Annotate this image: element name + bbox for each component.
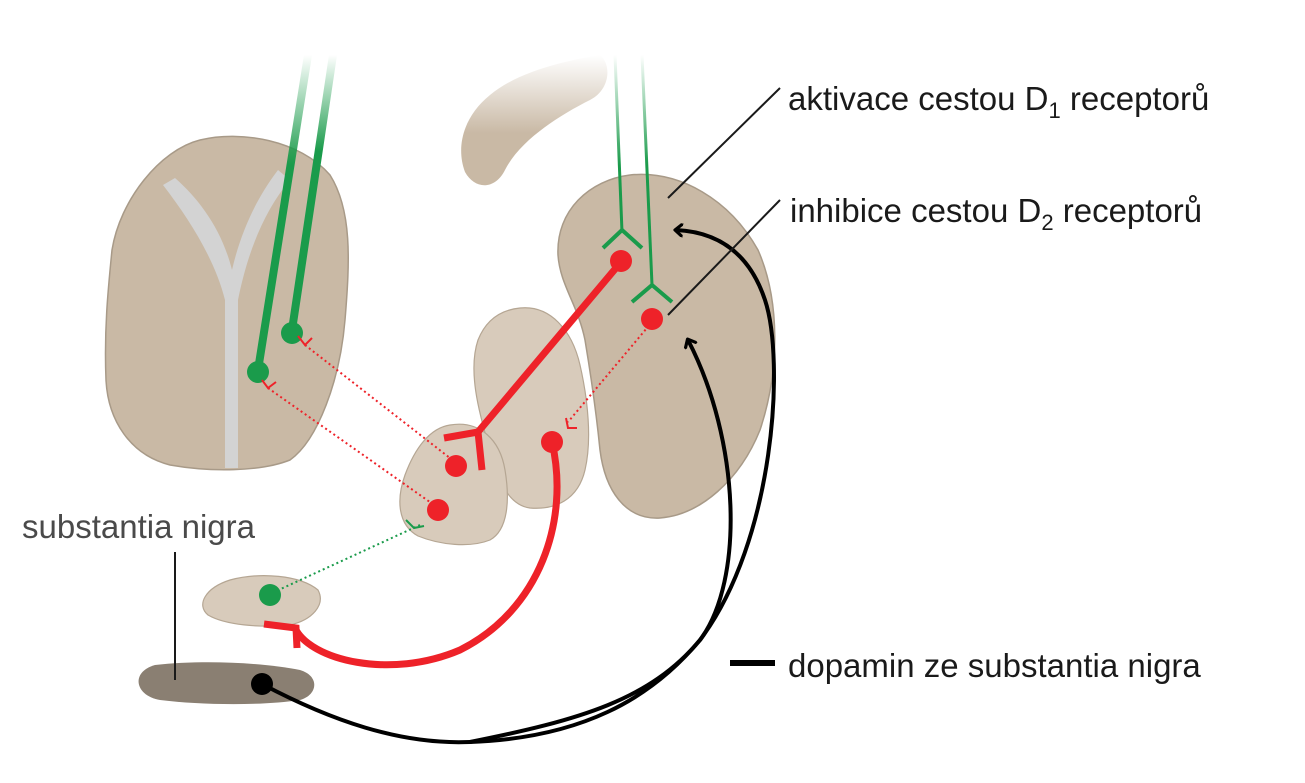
putamen-d2-neuron	[641, 308, 663, 330]
cortical-fiber-left-a	[254, 51, 312, 374]
label-substantia-nigra: substantia nigra	[22, 508, 256, 545]
d1-synapse-fork	[601, 227, 644, 250]
ventricle-shape	[461, 55, 608, 186]
label-d1-activation: aktivace cestou D1 receptorů	[788, 80, 1209, 123]
indirect-terminal	[263, 620, 301, 649]
d2-leader-line	[667, 199, 781, 316]
dotted-projection-3	[567, 321, 653, 423]
label-d2-inhibition: inhibice cestou D2 receptorů	[790, 192, 1202, 235]
d2-synapse-fork	[630, 282, 674, 304]
white-matter-band	[163, 170, 290, 468]
gpi-neuron-a	[445, 455, 467, 477]
gpi-neuron-b	[427, 499, 449, 521]
dotted-projection-1	[304, 344, 456, 463]
small-red-fork-1	[297, 335, 313, 347]
globus-pallidus-internus	[399, 423, 508, 546]
direct-pathway-axon	[474, 258, 625, 436]
cortical-fiber-right-a	[613, 54, 624, 233]
cortical-neuron-b	[281, 322, 303, 344]
d1-leader-line	[667, 87, 781, 199]
indirect-to-nigra-axon	[291, 438, 561, 669]
cortical-neuron-a	[247, 361, 269, 383]
direct-pathway-terminal	[443, 427, 486, 471]
small-red-fork-2	[261, 379, 277, 390]
dopamine-pathway-d1	[469, 230, 776, 744]
gpe-neuron	[541, 431, 563, 453]
putamen-d1-neuron	[610, 250, 632, 272]
subthalamic-neuron	[259, 584, 281, 606]
substantia-nigra-structure	[138, 662, 315, 705]
cortical-fiber-right-b	[640, 54, 654, 286]
small-red-fork-3	[565, 417, 577, 429]
putamen-structure	[557, 173, 776, 519]
legend-dopamine-label: dopamin ze substantia nigra	[788, 647, 1201, 684]
cortical-fiber-left-b	[288, 51, 337, 334]
dotted-green-projection	[271, 524, 421, 594]
small-green-fork	[405, 519, 425, 530]
dopamine-pathway-d2	[261, 340, 733, 745]
